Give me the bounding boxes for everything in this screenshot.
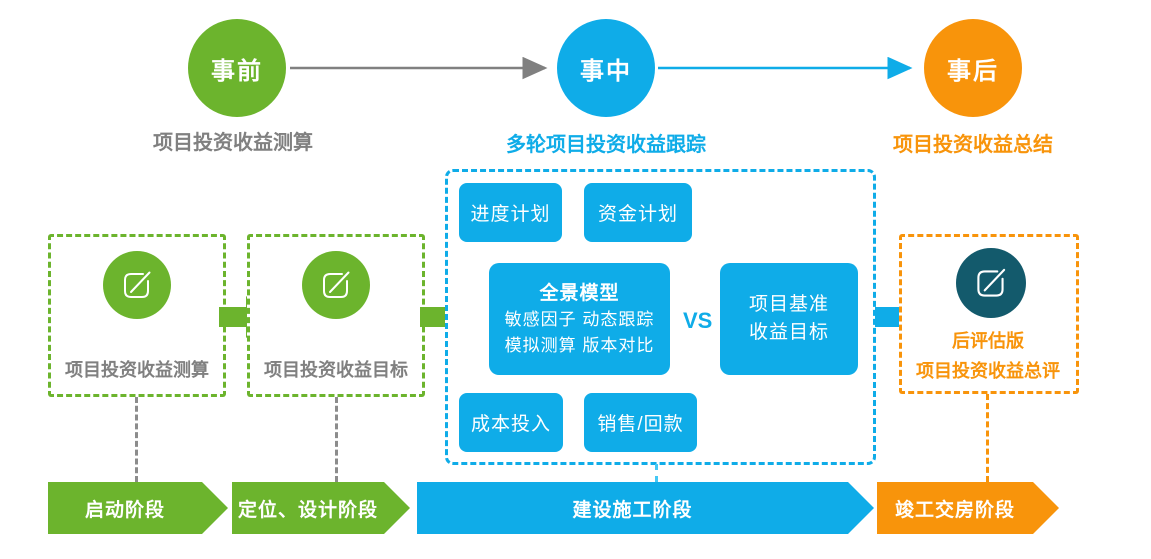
- edit-icon: [302, 251, 370, 319]
- stage-circle-mid-text: 事中: [580, 57, 632, 85]
- sales-collection-chip: 销售/回款: [584, 393, 697, 452]
- post-eval-summary-label: 项目投资收益总评: [916, 361, 1060, 381]
- stage-circle-mid: 事中: [557, 19, 655, 117]
- estimate-box-label: 项目投资收益测算: [65, 360, 209, 380]
- edit-icon-glyph: [977, 268, 1006, 297]
- stage-circle-post-text: 事后: [947, 57, 999, 85]
- phase-banner-delivery: 竣工交房阶段: [877, 482, 1059, 534]
- baseline-target-line2: 收益目标: [748, 322, 829, 343]
- stage-circle-post: 事后: [924, 19, 1022, 117]
- connector-posteval-to-phase: [986, 394, 989, 482]
- phase-banner-startup: 启动阶段: [48, 482, 228, 534]
- edit-icon-glyph: [124, 271, 151, 298]
- connector-tracking-to-phase: [655, 464, 658, 482]
- panorama-model-title: 全景模型: [539, 282, 620, 304]
- edit-icon: [956, 248, 1026, 318]
- stage-label-mid: 多轮项目投资收益跟踪: [506, 134, 706, 156]
- connector-target-to-phase: [335, 397, 338, 482]
- stage-label-pre: 项目投资收益测算: [153, 132, 313, 154]
- phase-banner-construction: 建设施工阶段: [417, 482, 874, 534]
- post-eval-version-label: 后评估版: [952, 331, 1024, 351]
- stage-circle-pre: 事前: [188, 19, 286, 117]
- connector-estimate-to-phase: [135, 397, 138, 482]
- stage-circle-pre-text: 事前: [211, 57, 263, 85]
- phase-banner-design: 定位、设计阶段: [232, 482, 410, 534]
- panorama-model-line2: 敏感因子 动态跟踪: [504, 309, 655, 329]
- cost-input-chip: 成本投入: [459, 393, 563, 452]
- stage-label-post: 项目投资收益总结: [893, 134, 1053, 156]
- baseline-target-chip: 项目基准 收益目标: [720, 263, 858, 375]
- target-box-label: 项目投资收益目标: [264, 360, 408, 380]
- panorama-model-line3: 模拟测算 版本对比: [504, 335, 655, 355]
- vs-label: VS: [683, 308, 713, 333]
- edit-icon-glyph: [323, 271, 350, 298]
- edit-icon: [103, 251, 171, 319]
- panorama-model-chip: 全景模型 敏感因子 动态跟踪 模拟测算 版本对比: [489, 263, 670, 375]
- estimate-box: [48, 234, 226, 397]
- baseline-target-line1: 项目基准: [748, 294, 829, 315]
- schedule-plan-chip: 进度计划: [459, 183, 562, 242]
- fund-plan-chip: 资金计划: [584, 183, 692, 242]
